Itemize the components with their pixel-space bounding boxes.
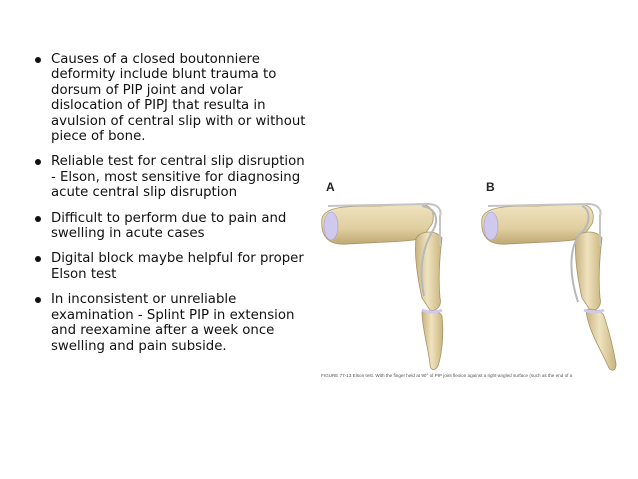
bullet-dot-icon bbox=[35, 215, 41, 222]
elson-test-figure: A B bbox=[318, 176, 618, 386]
middle-phalanx-a bbox=[415, 231, 443, 311]
dip-joint-a bbox=[421, 308, 443, 314]
bullet-text: Reliable test for central slip disruptio… bbox=[51, 154, 305, 201]
dip-joint-b bbox=[583, 308, 605, 314]
bullet-dot-icon bbox=[35, 57, 41, 63]
distal-phalanx-a bbox=[421, 310, 444, 370]
bullet-dot-icon bbox=[35, 297, 41, 304]
finger-b bbox=[481, 202, 617, 371]
bullet-text: Difficult to perform due to pain and swe… bbox=[51, 210, 287, 242]
bullet-dot-icon bbox=[35, 159, 41, 166]
figure-label-a: A bbox=[326, 180, 335, 194]
bullet-text: Digital block maybe helpful for proper E… bbox=[51, 251, 304, 282]
central-slip-a bbox=[420, 205, 438, 297]
bullet-item: Causes of a closed boutonniere deformity… bbox=[34, 52, 306, 144]
distal-phalanx-b bbox=[585, 308, 617, 371]
bullet-text: In inconsistent or unreliable examinatio… bbox=[51, 292, 295, 354]
bullet-list: Causes of a closed boutonniere deformity… bbox=[34, 52, 306, 364]
central-slip-b bbox=[570, 205, 590, 303]
bullet-item: In inconsistent or unreliable examinatio… bbox=[34, 292, 306, 354]
bullet-dot-icon bbox=[35, 256, 41, 263]
bullet-item: Reliable test for central slip disruptio… bbox=[34, 154, 306, 200]
finger-a bbox=[321, 202, 444, 370]
bullet-text: Causes of a closed boutonniere deformity… bbox=[51, 52, 306, 145]
finger-illustration bbox=[321, 202, 617, 371]
figure-caption: FIGURE 77-13 Elson test. With the finger… bbox=[321, 373, 573, 378]
figure-label-b: B bbox=[486, 180, 495, 194]
right-angle-surface-b bbox=[487, 202, 602, 246]
middle-phalanx-b bbox=[575, 231, 603, 311]
right-angle-surface-a bbox=[327, 202, 442, 246]
bullet-item: Digital block maybe helpful for proper E… bbox=[34, 251, 306, 282]
bullet-item: Difficult to perform due to pain and swe… bbox=[34, 211, 306, 242]
cartilage-b bbox=[483, 211, 499, 241]
cartilage-a bbox=[323, 211, 339, 241]
